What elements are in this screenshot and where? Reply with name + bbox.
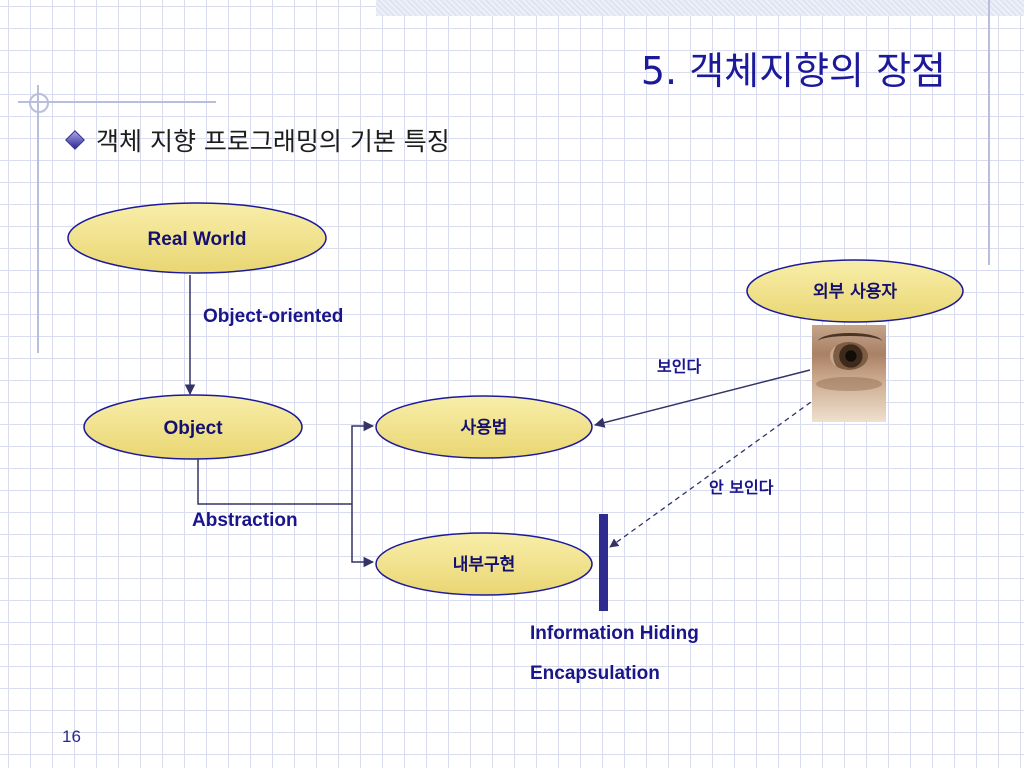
- visible-arrow: [593, 369, 811, 428]
- node-implementation: 내부구현: [375, 532, 593, 596]
- bullet-text: 객체 지향 프로그래밍의 기본 특징: [96, 127, 450, 156]
- node-object-label: Object: [163, 418, 223, 439]
- abstraction-connector: [197, 458, 352, 505]
- node-implementation-label: 내부구현: [453, 555, 516, 575]
- node-object: Object: [83, 394, 303, 460]
- title-horizontal-rule: [18, 101, 216, 103]
- information-hiding-barrier: [599, 514, 608, 611]
- abstraction-to-usage-arrow: [351, 420, 375, 504]
- not-visible-arrow: [609, 396, 819, 548]
- node-real-world: Real World: [67, 202, 327, 274]
- left-vertical-rule: [37, 85, 39, 353]
- slide-title: 5. 객체지향의 장점: [640, 49, 946, 93]
- edge-label-object-oriented: Object-oriented: [203, 306, 343, 327]
- eye-photo-icon: [812, 325, 886, 422]
- note-encapsulation: Encapsulation: [530, 663, 660, 684]
- page-number: 16: [62, 727, 81, 746]
- edge-label-visible: 보인다: [657, 357, 701, 376]
- top-decorative-band: [376, 0, 1024, 16]
- note-information-hiding: Information Hiding: [530, 623, 699, 644]
- node-usage: 사용법: [375, 395, 593, 459]
- corner-circle-ornament: [29, 93, 49, 113]
- right-vertical-rule: [988, 0, 990, 265]
- node-external-user: 외부 사용자: [746, 259, 964, 323]
- bullet-item: 객체 지향 프로그래밍의 기본 특징: [62, 122, 450, 158]
- edge-label-abstraction: Abstraction: [192, 510, 298, 531]
- abstraction-to-implementation-arrow: [351, 504, 375, 568]
- node-real-world-label: Real World: [148, 229, 247, 250]
- node-usage-label: 사용법: [461, 418, 508, 438]
- edge-label-not-visible: 안 보인다: [709, 478, 774, 497]
- node-external-user-label: 외부 사용자: [813, 282, 897, 302]
